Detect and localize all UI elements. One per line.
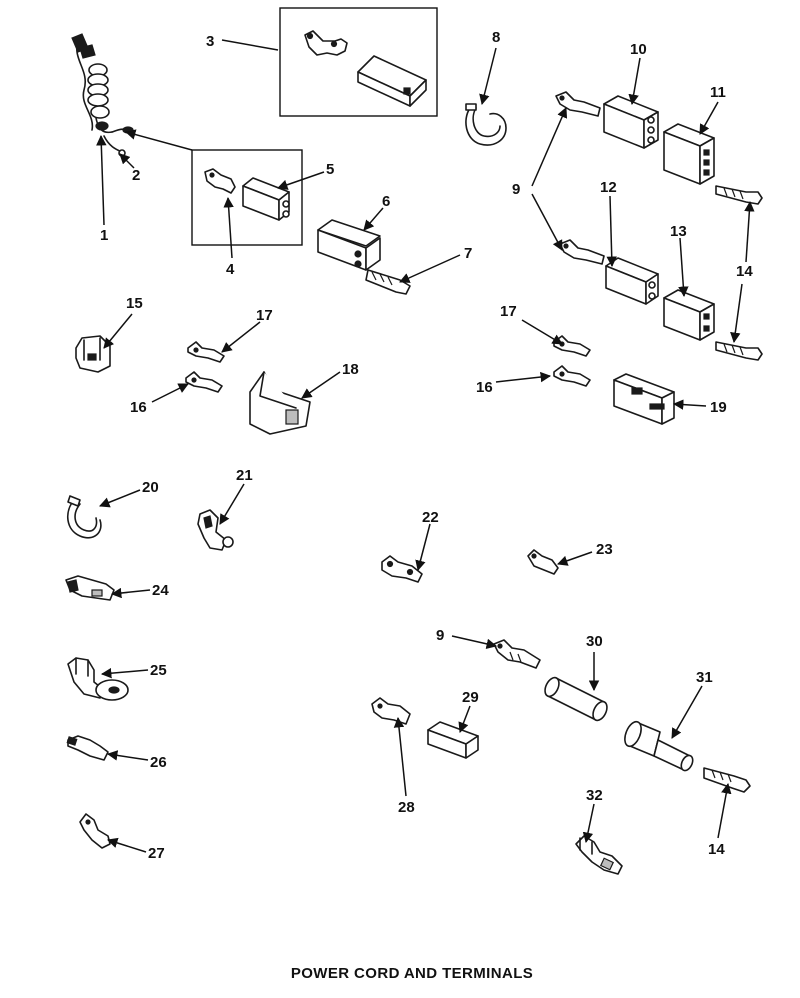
callout-18: 18 (342, 361, 359, 378)
terminal-part-22 (381, 555, 423, 583)
callout-20: 20 (142, 479, 159, 496)
callout-12: 12 (600, 179, 617, 196)
callout-1: 1 (100, 227, 108, 244)
terminal-part-4 (204, 168, 236, 194)
pin-terminal-part-9-bottom (493, 639, 541, 669)
callout-7: 7 (464, 245, 472, 262)
connector-housing-part-6 (317, 219, 381, 271)
callout-9-upper: 9 (512, 181, 520, 198)
pin-terminal-part-14-lower (715, 341, 763, 361)
callout-17-left: 17 (256, 307, 273, 324)
terminal-part-27 (79, 813, 111, 849)
terminal-part-23 (527, 549, 559, 575)
callout-31: 31 (696, 669, 713, 686)
callout-25: 25 (150, 662, 167, 679)
pin-terminal-part-7 (365, 269, 411, 295)
callout-17-right: 17 (500, 303, 517, 320)
power-cord-part-1 (71, 33, 113, 134)
callout-11: 11 (710, 84, 726, 101)
connector-housing-part-10 (603, 95, 659, 149)
callout-16-left: 16 (130, 399, 147, 416)
pin-terminal-part-14-upper (715, 185, 763, 205)
callout-29: 29 (462, 689, 479, 706)
wire-connector-part-21 (197, 509, 234, 551)
callout-13: 13 (670, 223, 687, 240)
terminal-part-26 (66, 735, 109, 761)
spade-terminal-part-24 (65, 575, 115, 601)
callout-10: 10 (630, 41, 647, 58)
callout-6: 6 (382, 193, 390, 210)
cord-clamp-part-8 (465, 103, 507, 146)
connector-housing-part-13 (663, 289, 715, 341)
connector-housing-part-5 (242, 177, 290, 221)
callout-32: 32 (586, 787, 603, 804)
pin-terminal-part-9-lower (559, 239, 605, 265)
leader-lines (96, 39, 755, 853)
callout-26: 26 (150, 754, 167, 771)
callout-14-bottom: 14 (708, 841, 725, 858)
terminal-part-32 (575, 835, 623, 875)
kit-box-part-3 (279, 7, 438, 117)
pin-terminal-part-9-upper (555, 91, 601, 117)
callout-14-upper: 14 (736, 263, 753, 280)
connector-housing-part-12 (605, 257, 659, 305)
terminal-part-17-left (187, 341, 225, 363)
callout-19: 19 (710, 399, 727, 416)
terminal-kit-part-3-terminal (304, 30, 348, 56)
terminal-kit-part-3-housing (357, 55, 427, 107)
callout-15: 15 (126, 295, 143, 312)
callout-9-bottom: 9 (436, 627, 444, 644)
callout-30: 30 (586, 633, 603, 650)
callout-24: 24 (152, 582, 169, 599)
callout-27: 27 (148, 845, 165, 862)
sleeve-part-31 (624, 720, 694, 772)
callout-22: 22 (422, 509, 439, 526)
callout-4: 4 (226, 261, 235, 278)
connector-housing-part-18 (249, 371, 311, 435)
callout-2: 2 (132, 167, 140, 184)
insulator-part-29 (427, 721, 479, 759)
callout-labels: 1 2 3 4 5 6 7 8 9 10 11 12 13 14 15 16 1… (100, 29, 753, 862)
sleeve-part-30 (544, 676, 608, 722)
pin-terminal-part-14-bottom (703, 767, 751, 793)
terminal-part-16-right (553, 365, 591, 387)
bracket-terminal-part-15 (75, 335, 111, 373)
connector-housing-part-11 (663, 123, 715, 185)
callout-16-right: 16 (476, 379, 493, 396)
callout-21: 21 (236, 467, 253, 484)
wire-clip-part-20 (67, 495, 102, 539)
terminal-part-28 (371, 697, 411, 725)
connector-housing-part-19 (613, 373, 675, 425)
callout-8: 8 (492, 29, 500, 46)
terminal-part-16-left (185, 371, 223, 393)
ring-terminal-part-25 (67, 657, 129, 701)
callout-23: 23 (596, 541, 613, 558)
terminal-part-17-right (553, 335, 591, 357)
diagram-title: POWER CORD AND TERMINALS (291, 965, 533, 982)
kit-box-part-4-5 (191, 149, 303, 246)
callout-3: 3 (206, 33, 214, 50)
callout-5: 5 (326, 161, 334, 178)
callout-28: 28 (398, 799, 415, 816)
